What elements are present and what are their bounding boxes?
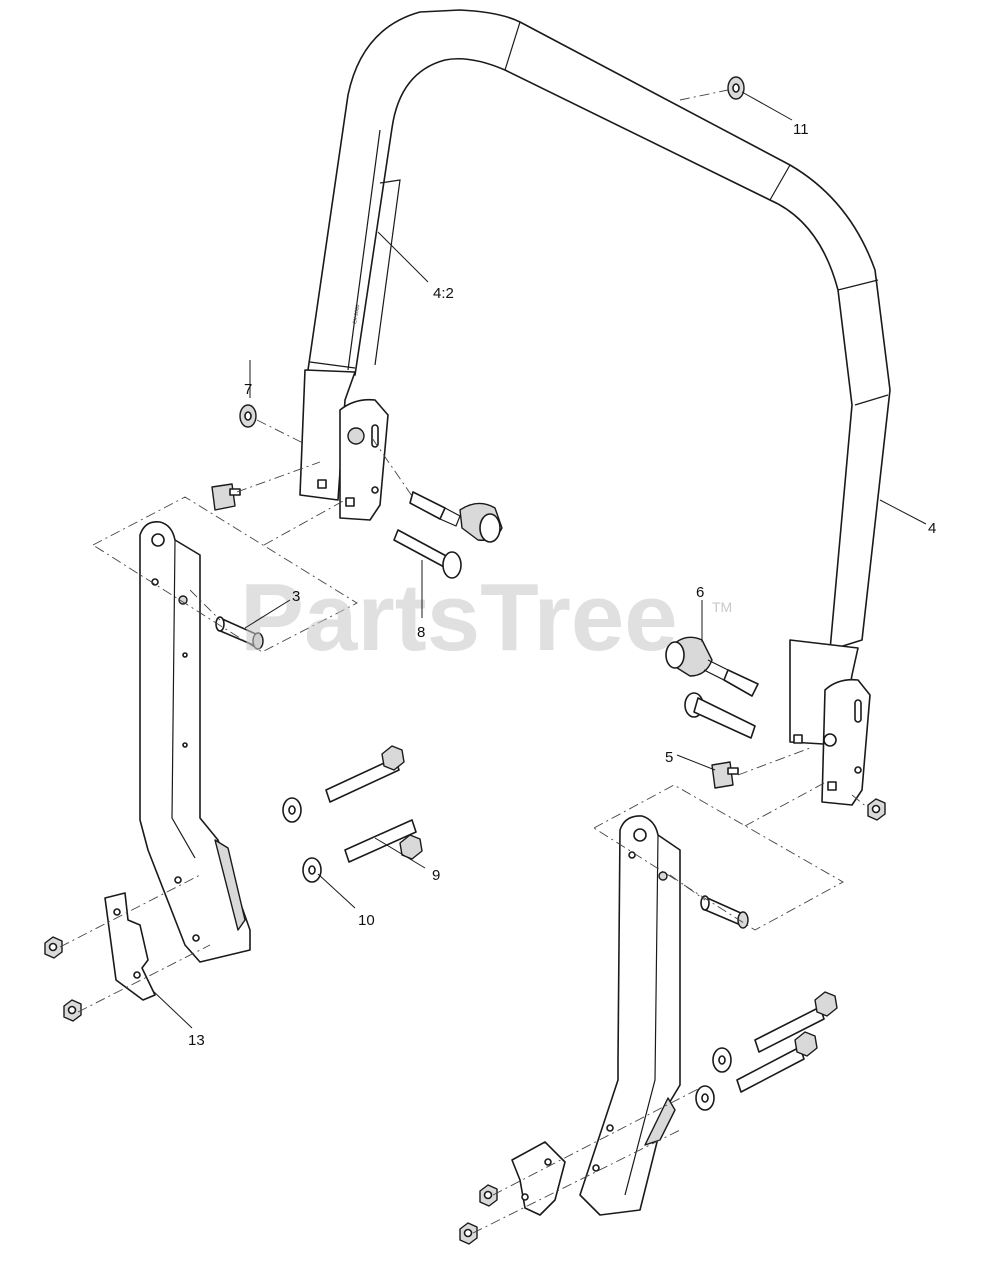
nut-11 bbox=[727, 76, 745, 100]
right-upper-flange-nut bbox=[479, 1184, 498, 1207]
left-clevis-pin bbox=[393, 529, 462, 579]
watermark-tm: TM bbox=[712, 599, 732, 615]
left-spacer-tube bbox=[215, 616, 264, 650]
callout-3: 3 bbox=[292, 588, 300, 605]
roll-bar-upper: EX-2060 bbox=[307, 9, 891, 651]
callout-5: 5 bbox=[665, 749, 673, 766]
callout-11: 11 bbox=[793, 121, 809, 138]
nut-7 bbox=[239, 404, 257, 428]
callout-10: 10 bbox=[358, 912, 375, 929]
left-hitch-hole-top bbox=[113, 908, 121, 916]
callout-4: 4 bbox=[928, 520, 936, 537]
right-hitch-hole-bottom bbox=[521, 1193, 529, 1201]
roll-bar-left-bracket bbox=[299, 369, 389, 521]
right-spacer-tube bbox=[700, 895, 749, 929]
right-hitch-hole-top bbox=[544, 1158, 552, 1166]
watermark: PartsTree bbox=[240, 564, 678, 671]
callout-13: 13 bbox=[188, 1032, 205, 1049]
right-knob-clip bbox=[711, 761, 739, 789]
left-hitch-hole-bottom bbox=[133, 971, 141, 979]
left-knob-clip bbox=[211, 483, 241, 511]
right-hitch-plate bbox=[511, 1141, 566, 1216]
left-upper-flange-nut bbox=[44, 936, 63, 959]
callout-9: 9 bbox=[432, 867, 440, 884]
callout-8: 8 bbox=[417, 624, 425, 641]
assembly-lines bbox=[59, 89, 869, 1234]
left-lower-flange-nut bbox=[63, 999, 82, 1022]
right-clevis-pin bbox=[684, 692, 756, 739]
left-upper-bolt bbox=[325, 745, 405, 803]
right-upper-bolt bbox=[754, 991, 838, 1053]
callout-leaders bbox=[151, 91, 927, 1029]
callout-7: 7 bbox=[244, 381, 252, 398]
left-hitch-plate bbox=[104, 892, 156, 1001]
roll-bar-right-bracket bbox=[789, 639, 871, 806]
right-lower-bolt bbox=[736, 1031, 818, 1093]
callout-6: 6 bbox=[696, 584, 704, 601]
callout-4-2: 4:2 bbox=[433, 285, 454, 302]
right-spring-plunger bbox=[665, 636, 759, 697]
roll-bar-decal: EX-2060 bbox=[352, 304, 361, 324]
left-spring-plunger bbox=[409, 491, 503, 543]
right-lower-flange-nut bbox=[459, 1222, 478, 1245]
left-lower-bolt bbox=[344, 819, 423, 863]
right-bracket-flange-nut bbox=[867, 798, 886, 821]
left-lower-post bbox=[139, 520, 251, 963]
